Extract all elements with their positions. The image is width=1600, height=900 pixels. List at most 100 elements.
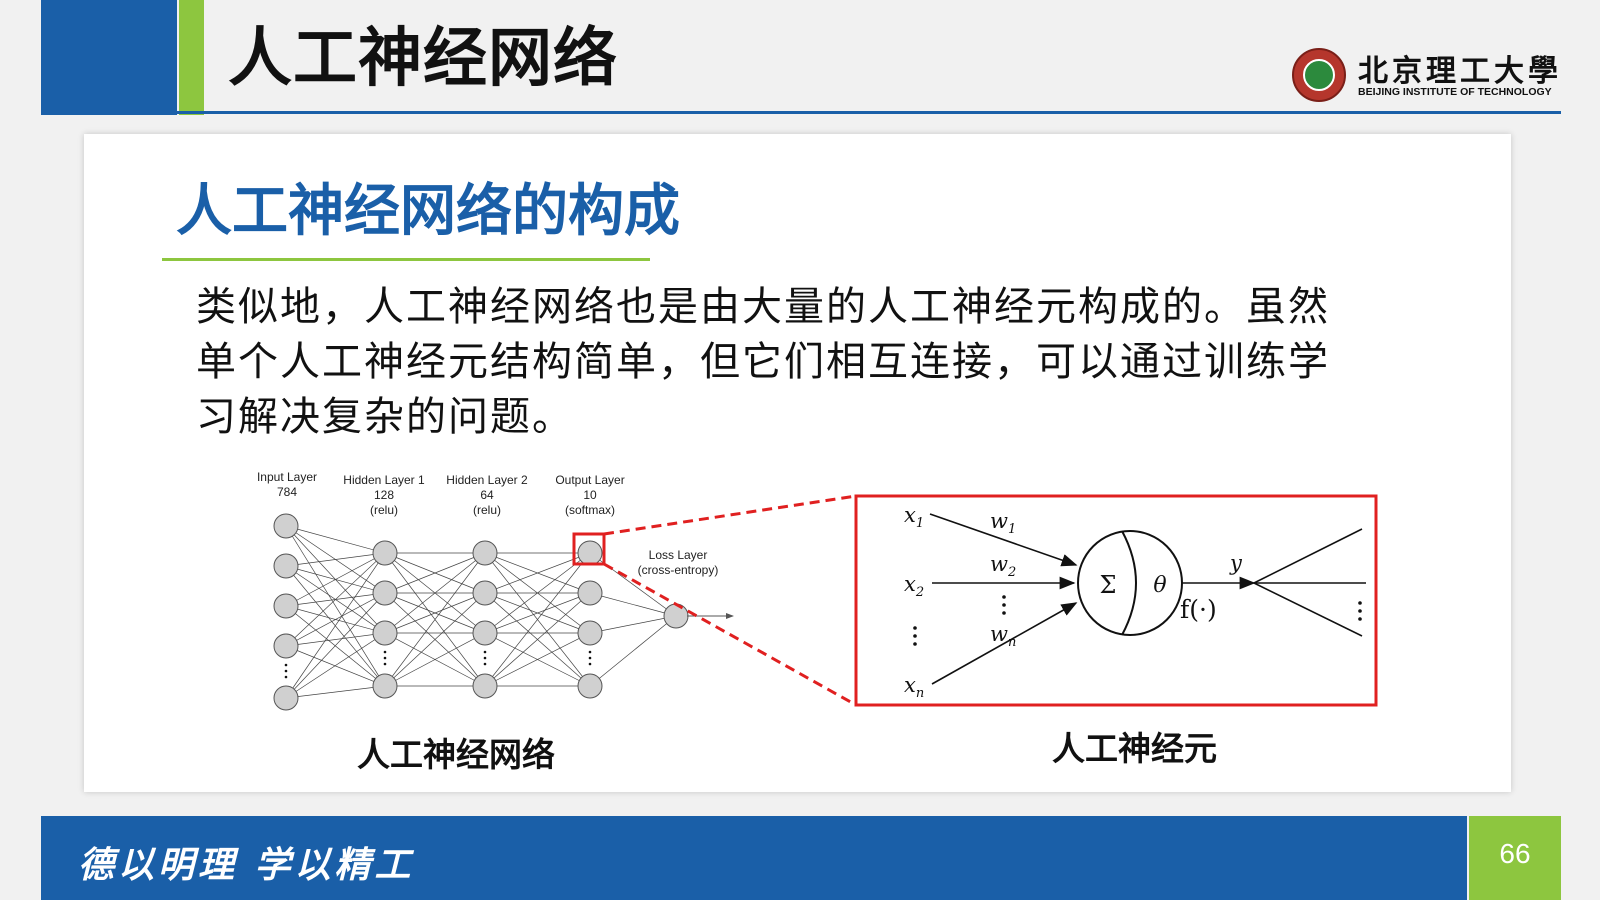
network-nodes: [273, 513, 689, 711]
network-edge: [384, 632, 486, 687]
network-edge: [384, 592, 486, 634]
layer-label-hidden1: Hidden Layer 1: [343, 473, 425, 487]
network-edge: [384, 552, 486, 634]
layer-size-hidden1: 128: [374, 488, 394, 502]
body-line: 单个人工神经元结构简单，但它们相互连接，可以通过训练学: [196, 339, 1330, 385]
output-node: [577, 580, 603, 606]
network-edge: [285, 525, 386, 554]
layer-label-input: Input Layer: [257, 470, 317, 484]
input-x2: x2: [904, 572, 924, 600]
network-edge: [484, 552, 591, 634]
network-edge: [285, 552, 386, 607]
network-edge: [589, 615, 677, 687]
header-green-block: [179, 0, 204, 115]
network-connections: [285, 525, 677, 699]
network-edge: [285, 552, 386, 699]
input-x1: x1: [904, 503, 924, 531]
layer-label-hidden2: Hidden Layer 2: [446, 473, 528, 487]
network-edge: [384, 552, 486, 687]
layer-act-hidden2: (relu): [473, 503, 501, 517]
body-line: 习解决复杂的问题。: [196, 394, 574, 440]
network-edge: [285, 645, 386, 687]
body-line: 类似地，人工神经网络也是由大量的人工神经元构成的。虽然: [196, 284, 1330, 330]
output-node: [577, 673, 603, 699]
network-edge: [285, 552, 386, 567]
highlight-box: [572, 532, 606, 566]
input-node: [273, 513, 299, 539]
neuron-caption: 人工神经元: [1052, 729, 1217, 768]
zoom-line-bottom: [603, 562, 857, 707]
hidden2-node: [472, 580, 498, 606]
section-underline: [162, 258, 650, 261]
output-node: [577, 620, 603, 646]
activation-function: f(·): [1180, 595, 1217, 624]
input-xn: xn: [904, 673, 924, 701]
network-edge: [285, 525, 386, 687]
footer-bar: [41, 816, 1467, 900]
hidden2-node: [472, 620, 498, 646]
output-y: y: [1229, 551, 1243, 575]
university-motto: 德以明理 学以精工: [78, 844, 415, 886]
network-caption: 人工神经网络: [357, 735, 555, 774]
hidden2-node: [472, 540, 498, 566]
hidden2-node: [472, 673, 498, 699]
input-arrow-n: [931, 602, 1078, 685]
network-edge: [285, 552, 386, 647]
hidden1-node: [372, 580, 398, 606]
network-edge: [484, 592, 591, 687]
input-arrow-1: [929, 513, 1078, 567]
footer-page-block: [1469, 816, 1561, 900]
layer-act-hidden1: (relu): [370, 503, 398, 517]
weight-w1: w1: [990, 509, 1016, 537]
university-logo: 北京理工大學 BEIJING INSTITUTE OF TECHNOLOGY: [1292, 46, 1560, 106]
sum-symbol: Σ: [1100, 571, 1117, 599]
output-node: [577, 540, 603, 566]
university-name-cn: 北京理工大學: [1358, 54, 1562, 89]
weight-w2: w2: [990, 552, 1016, 580]
network-edge: [285, 592, 386, 699]
university-name-en: BEIJING INSTITUTE OF TECHNOLOGY: [1358, 86, 1552, 98]
loss-node: [663, 603, 689, 629]
network-edge: [484, 552, 591, 687]
weight-wn: wn: [990, 622, 1016, 650]
network-edge: [285, 632, 386, 699]
fanout-line-top: [1253, 528, 1363, 584]
layer-label-output: Output Layer: [555, 473, 624, 487]
neuron-divider: [1121, 530, 1137, 636]
network-edge: [285, 592, 386, 647]
network-edge: [384, 552, 486, 594]
input-node: [273, 633, 299, 659]
network-edge: [285, 632, 386, 647]
header-divider: [41, 111, 1561, 114]
fanout-line-bottom: [1253, 582, 1363, 637]
loss-layer-type: (cross-entropy): [638, 563, 719, 577]
input-node: [273, 553, 299, 579]
page-title: 人工神经网络: [228, 22, 618, 96]
ellipsis-dots: [284, 595, 1362, 679]
network-edge: [285, 685, 386, 699]
header-blue-block: [41, 0, 177, 115]
page-number: 66: [1499, 838, 1531, 869]
threshold-symbol: θ: [1153, 573, 1166, 598]
input-node: [273, 593, 299, 619]
neuron-body: [1077, 530, 1183, 636]
layer-size-output: 10: [583, 488, 597, 502]
network-edge: [484, 592, 591, 634]
loss-layer-label: Loss Layer: [649, 548, 708, 562]
hidden1-node: [372, 540, 398, 566]
section-title: 人工神经网络的构成: [176, 179, 680, 244]
layer-size-input: 784: [277, 485, 297, 499]
body-paragraph: 类似地，人工神经网络也是由大量的人工神经元构成的。虽然 单个人工神经元结构简单，…: [196, 280, 1476, 445]
zoom-line-top: [603, 494, 857, 536]
input-node: [273, 685, 299, 711]
network-edge: [589, 615, 677, 634]
network-edge: [484, 632, 591, 687]
hidden1-node: [372, 673, 398, 699]
university-emblem-icon: [1292, 48, 1346, 102]
layer-size-hidden2: 64: [480, 488, 494, 502]
network-edge: [589, 592, 677, 617]
hidden1-node: [372, 620, 398, 646]
network-edge: [384, 592, 486, 687]
layer-act-output: (softmax): [565, 503, 615, 517]
